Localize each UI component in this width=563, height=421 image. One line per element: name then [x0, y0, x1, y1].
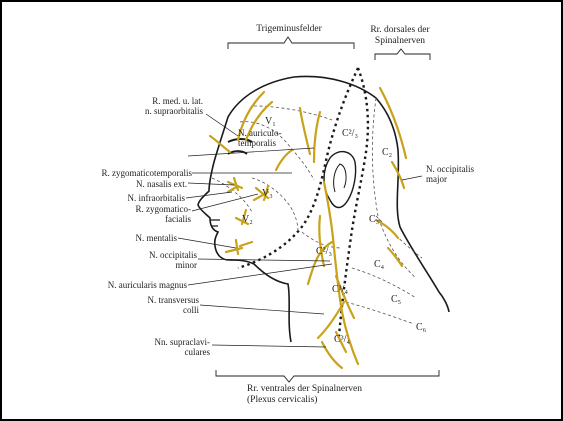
zone-v3: V₃	[262, 188, 273, 199]
label-occipitalis-major-1: N. occipitalis	[426, 164, 474, 174]
zone-c4: C₄	[374, 259, 385, 270]
zone-v1: V₁	[265, 116, 276, 127]
label-transversus-colli-1: N. transversus	[148, 295, 200, 305]
label-supraclaviculares-1: Nn. supraclavi-	[155, 337, 210, 347]
label-occipitalis-minor-1: N. occipitalis	[149, 250, 197, 260]
label-auriculotemporalis-2: temporalis	[238, 138, 276, 148]
zone-c2-3-mid: C²/₃	[316, 246, 332, 257]
zone-c5: C₅	[391, 294, 401, 305]
label-zygomaticofacialis-2: facialis	[165, 214, 191, 224]
header-dorsal-2: Spinalnerven	[375, 36, 425, 46]
zone-c3-4-neck: C³/₄	[334, 334, 350, 345]
label-supraorbitalis-2: n. supraorbitalis	[145, 106, 203, 116]
zone-c3: C₃	[369, 214, 379, 225]
label-nasalis-ext: N. nasalis ext.	[136, 179, 187, 189]
label-supraorbitalis-1: R. med. u. lat.	[152, 96, 203, 106]
zone-v2: V₂	[242, 214, 253, 225]
label-zygomaticofacialis-1: R. zygomatico-	[136, 204, 192, 214]
ear-inner	[334, 164, 346, 192]
head-outline	[198, 76, 449, 342]
label-occipitalis-minor-2: minor	[176, 260, 198, 270]
footer-ventral-2: (Plexus cervicalis)	[247, 394, 317, 405]
ventral-brace	[216, 370, 439, 382]
label-auriculotemporalis-1: N. auriculo-	[238, 128, 281, 138]
label-auricularis-magnus: N. auricularis magnus	[108, 280, 188, 290]
footer-ventral-1: Rr. ventrales der Spinalnerven	[247, 384, 362, 394]
dorsal-brace	[375, 49, 430, 60]
trigeminus-brace	[228, 37, 354, 49]
zone-c2-3-top: C²/₃	[342, 128, 358, 139]
label-supraclaviculares-2: culares	[185, 347, 211, 357]
label-occipitalis-major-2: major	[426, 174, 447, 184]
label-mentalis: N. mentalis	[136, 233, 178, 243]
trigeminus-boundary	[238, 68, 358, 268]
header-trigeminus: Trigeminusfelder	[256, 23, 322, 34]
zone-c3-4-low: C³/₄	[332, 284, 348, 295]
zone-c6: C₆	[416, 322, 427, 333]
header-dorsal-1: Rr. dorsales der	[370, 25, 430, 35]
label-infraorbitalis: N. infraorbitalis	[128, 193, 186, 203]
label-transversus-colli-2: colli	[183, 305, 199, 315]
label-zygomaticotemporalis: R. zygomaticotemporalis	[102, 168, 193, 178]
ear-outline	[324, 152, 356, 208]
zone-c2: C₂	[382, 147, 392, 158]
